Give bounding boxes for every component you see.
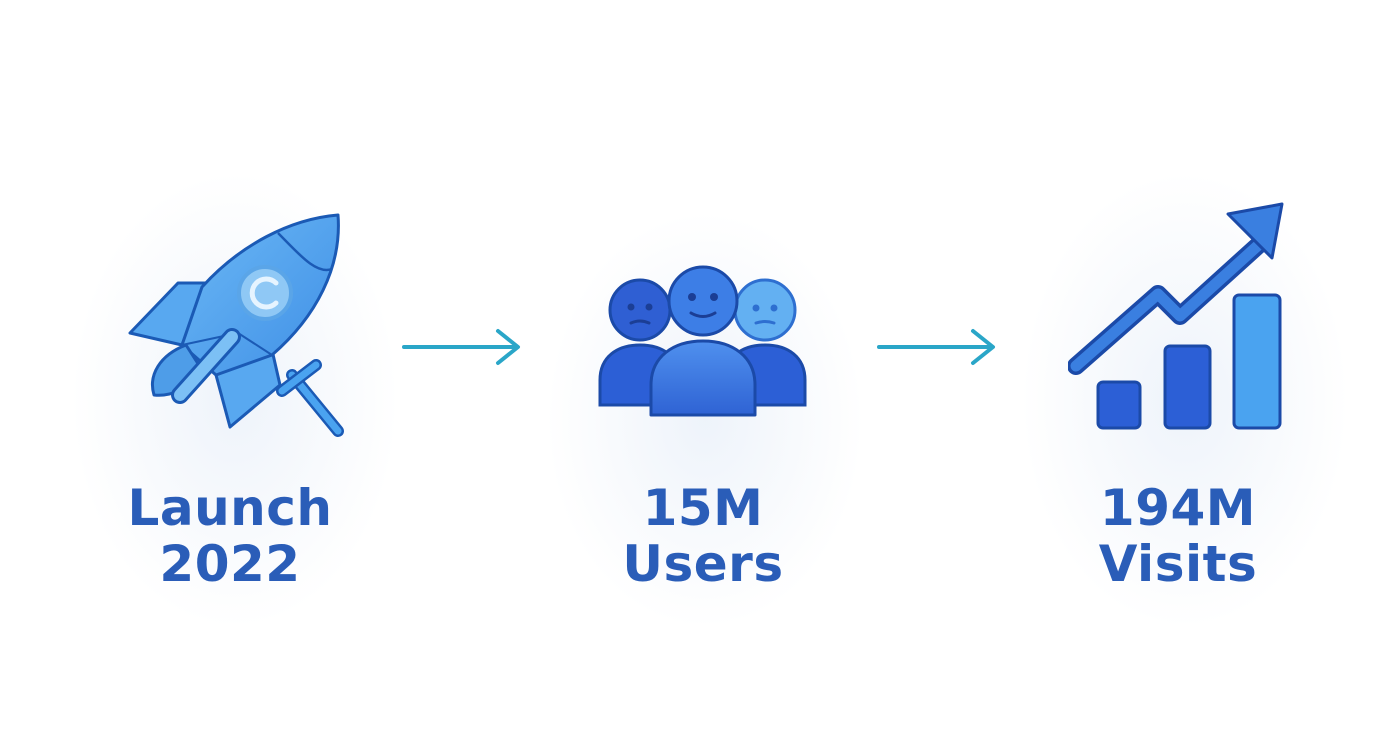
step-label-line2: Visits [1098, 535, 1258, 593]
growth-chart-icon [1068, 202, 1284, 430]
step-label-line1: Launch [127, 479, 333, 537]
step-label-line1: 194M [1099, 479, 1257, 537]
step-label-launch: Launch 2022 [80, 480, 380, 592]
users-group-icon [598, 265, 807, 417]
step-label-visits: 194M Visits [1028, 480, 1328, 592]
step-label-users: 15M Users [553, 480, 853, 592]
step-label-line2: Users [622, 535, 784, 593]
rocket-icon [128, 213, 344, 437]
step-label-line1: 15M [642, 479, 764, 537]
arrow-right-icon [402, 329, 520, 365]
arrow-right-icon [877, 329, 995, 365]
step-label-line2: 2022 [159, 535, 301, 593]
